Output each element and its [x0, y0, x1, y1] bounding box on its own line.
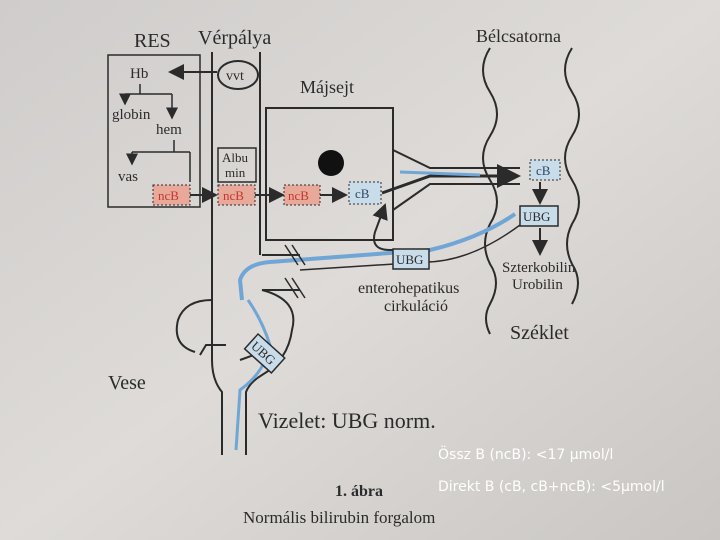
bile-duct-lower: [392, 183, 520, 211]
szeklet-label: Széklet: [510, 322, 569, 344]
res-box: [107, 54, 201, 208]
res-label: RES: [134, 30, 171, 52]
ureter-left: [211, 300, 223, 455]
cb-gut-label: cB: [536, 163, 551, 178]
ubg-gut-label: UBG: [523, 209, 550, 224]
overlay-total-bilirubin: Össz B (ncB): <17 μmol/l: [438, 447, 614, 463]
return-to-liver-arrow: [372, 203, 428, 251]
ncb-liver-label: ncB: [288, 188, 309, 203]
kidney-left-outline: [175, 299, 213, 353]
enterohepatic-blue-flow: [237, 212, 517, 301]
liver-cell-box: [265, 107, 394, 241]
urobilin-label: Urobilin: [512, 277, 563, 293]
szterkobilin-label: Szterkobilin: [502, 260, 576, 276]
ncb-blood-box: ncB: [217, 184, 256, 206]
nucleus-dot: [318, 150, 344, 176]
figure-number: 1. ábra: [335, 483, 383, 500]
hem-label: hem: [156, 122, 182, 138]
ncb-res-label: ncB: [158, 188, 179, 203]
albumin-box: [217, 147, 257, 183]
albumin-label-1: Albu: [222, 150, 249, 165]
vizelet-label: Vizelet: UBG norm.: [258, 408, 436, 433]
tick-c: [284, 277, 299, 299]
figure-caption: Normális bilirubin forgalom: [243, 508, 435, 527]
vas-label: vas: [118, 169, 138, 185]
cb-gut-box: cB: [529, 159, 561, 181]
globin-label: globin: [112, 107, 151, 123]
ncb-res-box: ncB: [152, 184, 191, 206]
albumin-label-2: min: [225, 165, 246, 180]
bile-duct-upper: [392, 149, 520, 169]
ubg-gut-box: UBG: [519, 205, 559, 227]
vvt-ellipse: [217, 60, 259, 90]
cb-liver-box: cB: [348, 181, 382, 205]
portal-lines: [262, 254, 300, 291]
ubg-mid-box: UBG: [392, 248, 430, 270]
vese-label: Vese: [108, 372, 146, 394]
belcsatorna-label: Bélcsatorna: [476, 26, 561, 46]
overlay-direct-bilirubin: Direkt B (cB, cB+ncB): <5μmol/l: [438, 479, 665, 495]
hb-label: Hb: [130, 66, 148, 82]
gut-wall-right: [564, 47, 580, 305]
ubg-mid-label: UBG: [396, 252, 423, 267]
majsejt-label: Májsejt: [300, 77, 354, 97]
cirkulacio-label: cirkuláció: [384, 298, 448, 315]
ncb-blood-label: ncB: [223, 188, 244, 203]
cb-liver-label: cB: [355, 186, 370, 201]
enterohepatikus-label: enterohepatikus: [358, 280, 459, 297]
verpalya-label: Vérpálya: [198, 27, 271, 49]
gut-wall-left: [482, 47, 498, 335]
vvt-label: vvt: [226, 69, 244, 84]
ncb-liver-box: ncB: [283, 184, 321, 206]
blue-flow-duct: [399, 170, 481, 177]
nephron-mark-left: [199, 344, 226, 356]
tick-d: [291, 277, 306, 299]
